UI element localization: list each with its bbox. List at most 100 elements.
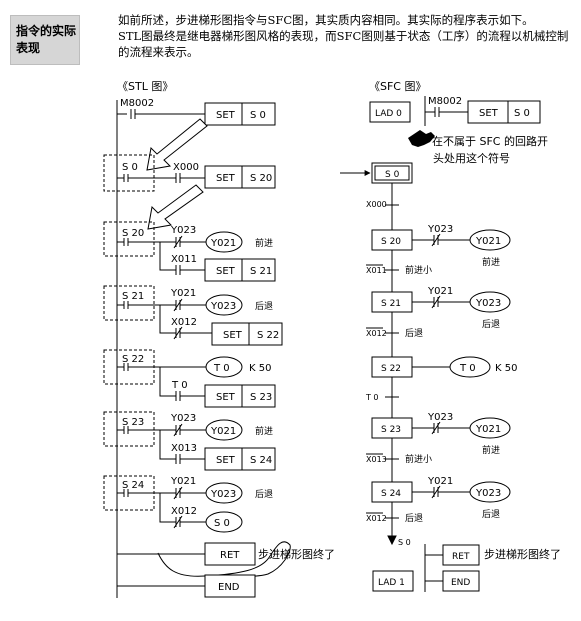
stl-backward-b: 后退: [255, 489, 273, 500]
stl-step-s20: S 20 Y023 Y021 前进 X011 SET S 21: [103, 221, 276, 282]
stl-set-label-5: SET: [216, 392, 236, 403]
stl-set-s20-box: [204, 165, 276, 189]
sfc-diagram: 《SFC 图》 LAD 0 M8002 SET S 0 在不属于 SFC 的回路…: [340, 80, 561, 592]
stl-y023-coil-a: [205, 294, 243, 316]
sfc-s21-text: S 21: [381, 299, 401, 309]
stl-step-s23: S 23 Y023 Y021 前进 X013 SET S 24: [103, 411, 276, 471]
stl-s23-label: S 23: [122, 417, 144, 428]
stl-set-s0-text: S 0: [250, 110, 266, 121]
stl-t0-contact-label: T 0: [171, 380, 188, 391]
sfc-x013-label: X013: [366, 455, 387, 464]
stl-wire: [117, 426, 150, 434]
sfc-x011-label: X011: [366, 266, 387, 275]
stl-t0-coil: [205, 356, 243, 378]
stl-ret-box: [204, 542, 256, 566]
stl-step-box: [103, 221, 155, 257]
sfc-t0-coil-text: T 0: [459, 363, 476, 374]
sfc-pointing-hand: [408, 130, 435, 147]
stl-x012-a-label: X012: [171, 317, 197, 328]
sfc-forward-a: 前进: [482, 256, 500, 268]
stl-set-s22-box: [211, 322, 283, 346]
sfc-lad0-rung: LAD 0 M8002 SET S 0: [369, 96, 541, 126]
stl-set-s24-text: S 24: [250, 455, 272, 466]
sfc-backward-a: 后退: [482, 319, 500, 330]
stl-y021-coil-a-text: Y021: [210, 238, 236, 249]
stl-wire: [159, 242, 205, 275]
intro-line-2: STL图最终是继电器梯形图风格的表现，而SFC图则基于状态（工序）的流程以机械控…: [118, 29, 569, 59]
stl-diagram: 《STL 图》 M8002 SET S 0 S 0 X000 SET: [103, 80, 335, 598]
sfc-ret-text: RET: [452, 552, 470, 562]
stl-hollow-arrow-1: [146, 118, 208, 171]
stl-end-box: [204, 574, 256, 598]
stl-wire: [150, 173, 205, 183]
stl-s0-coil: [205, 511, 243, 533]
stl-y023-coil-b: [205, 482, 243, 504]
sfc-note-line2: 头处用这个符号: [433, 151, 510, 165]
stl-wire: [117, 489, 150, 497]
stl-backward-a: 后退: [255, 301, 273, 312]
stl-set-label-1: SET: [216, 110, 236, 121]
sfc-y021-d-label: Y021: [427, 476, 453, 487]
sfc-step-s0-inner: [374, 165, 410, 181]
stl-s20-label: S 20: [122, 228, 144, 239]
sfc-heading: 《SFC 图》: [369, 80, 427, 93]
stl-wire: [117, 238, 150, 246]
stl-step-box: [103, 285, 155, 321]
sfc-end-box: [442, 570, 480, 592]
stl-step-s24: S 24 Y021 Y023 后退 X012 S 0: [103, 475, 273, 533]
sfc-set-s0-box: [467, 100, 541, 124]
sfc-t0-coil: [449, 356, 491, 378]
stl-y021-b-label: Y021: [170, 476, 196, 487]
sfc-y023-a-label: Y023: [427, 224, 453, 235]
sfc-wire: [412, 421, 470, 435]
stl-hollow-arrow-2: [147, 184, 204, 230]
stl-forward-b: 前进: [255, 425, 273, 437]
sfc-y021-a-text: Y021: [475, 236, 501, 247]
stl-y021-a-label: Y021: [170, 288, 196, 299]
sfc-y021-coil-a: [469, 229, 511, 251]
sfc-jump-arrow: [387, 535, 397, 546]
sfc-backward-t1: 后退: [405, 328, 423, 339]
stl-rung-m8002: M8002 SET S 0: [117, 98, 276, 126]
sfc-m8002-label: M8002: [428, 96, 462, 107]
stl-step-box: [103, 154, 155, 192]
stl-wire: [117, 174, 150, 182]
stl-k50: K 50: [249, 363, 271, 374]
stl-wire: [117, 301, 150, 309]
stl-ret-text: RET: [220, 550, 240, 561]
stl-hollow-arrow: [146, 118, 208, 171]
stl-wire: [150, 298, 206, 312]
stl-forward-a: 前进: [255, 237, 273, 249]
stl-wire: [159, 430, 205, 464]
stl-set-s23-text: S 23: [250, 392, 272, 403]
stl-wire: [159, 305, 212, 340]
stl-y021-coil-a: [205, 231, 243, 253]
stl-set-s21-box: [204, 258, 276, 282]
stl-x013-label: X013: [171, 443, 197, 454]
sfc-forward-b: 前进: [482, 444, 500, 456]
stl-s0-label: S 0: [122, 162, 138, 173]
sfc-lad0-box: [369, 101, 411, 123]
stl-set-s0-box: [204, 102, 276, 126]
sfc-lad0-text: LAD 0: [375, 109, 402, 119]
intro-line-1: 如前所述，步进梯形图指令与SFC图，其实质内容相同。其实际的程序表示如下。: [118, 13, 534, 27]
sidebar-title-line1: 指令的实际: [16, 24, 77, 38]
stl-ret-end: RET 步进梯形图终了 END: [117, 541, 335, 598]
stl-wire: [150, 423, 206, 437]
sfc-end-text: END: [451, 578, 470, 588]
sfc-backward-b: 后退: [482, 509, 500, 520]
sfc-backward-t2: 后退: [405, 513, 423, 524]
stl-wire: [117, 363, 206, 371]
sfc-wire: [412, 233, 470, 247]
sfc-y023-c-text: Y023: [475, 488, 501, 499]
intro-paragraph: 如前所述，步进梯形图指令与SFC图，其实质内容相同。其实际的程序表示如下。 ST…: [118, 12, 576, 60]
sfc-set-s0-text: S 0: [514, 108, 530, 119]
sidebar-title-line2: 表现: [16, 41, 41, 55]
sfc-s24-text: S 24: [381, 489, 401, 499]
sfc-forward-small-b: 前进小: [405, 453, 432, 465]
sfc-lad1-box: [372, 570, 414, 592]
stl-s21-label: S 21: [122, 291, 144, 302]
stl-end-text: END: [218, 582, 240, 593]
stl-wire: [150, 235, 206, 249]
